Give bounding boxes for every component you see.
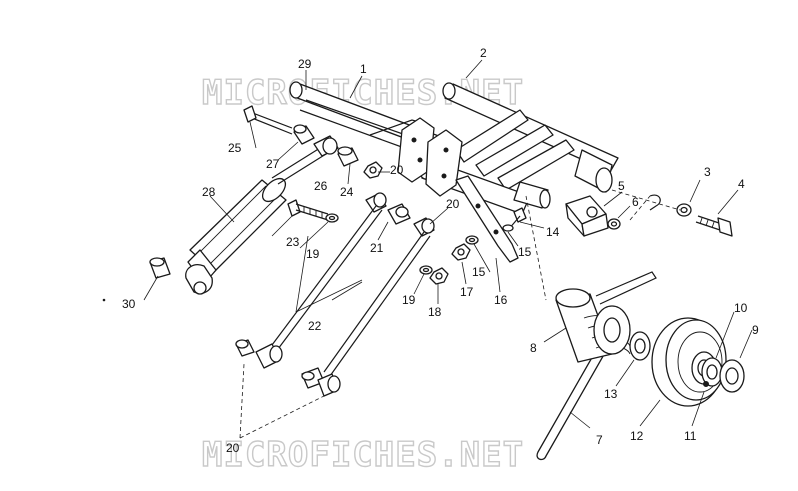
callout-20b: 20 <box>446 197 460 211</box>
watermark-bottom: MICROFICHES.NET <box>202 435 524 475</box>
washer-13 <box>629 331 651 361</box>
callout-1: 1 <box>360 62 367 76</box>
washer-3 <box>676 203 692 217</box>
callout-21: 21 <box>370 241 384 255</box>
nut-18 <box>429 267 449 285</box>
leader-lines <box>143 59 753 439</box>
callout-2: 2 <box>480 46 487 60</box>
callout-28: 28 <box>202 185 216 199</box>
callout-15a: 15 <box>518 245 532 259</box>
retaining-clip <box>649 194 661 211</box>
callout-9: 9 <box>752 323 759 337</box>
bushing-26 <box>337 146 359 167</box>
bushing-27 <box>293 124 315 145</box>
callout-4: 4 <box>738 177 745 191</box>
limiter-strap-16 <box>455 175 519 263</box>
callout-25: 25 <box>228 141 242 155</box>
callout-13: 13 <box>604 387 618 401</box>
callout-27: 27 <box>266 157 280 171</box>
bolt-14 <box>502 207 527 232</box>
callout-17: 17 <box>460 285 474 299</box>
mounting-bracket <box>397 117 463 197</box>
callout-12: 12 <box>630 429 644 443</box>
frame-rail-assembly <box>289 81 619 215</box>
callout-20c: 20 <box>226 441 240 455</box>
nut-19-lower <box>419 265 433 275</box>
axis-line-right <box>611 189 681 211</box>
nut-17 <box>451 243 471 261</box>
callout-20a: 20 <box>390 163 404 177</box>
bearing-9 <box>719 359 745 393</box>
nut-24 <box>363 161 383 179</box>
callout-6: 6 <box>632 195 639 209</box>
bolt-4 <box>695 215 733 237</box>
callout-14: 14 <box>546 225 560 239</box>
axis-line-clip <box>629 195 651 221</box>
callout-22: 22 <box>308 319 322 333</box>
washer-15 <box>465 235 479 245</box>
speck <box>102 298 106 302</box>
callout-10: 10 <box>734 301 748 315</box>
callout-5: 5 <box>618 179 625 193</box>
spring-sleeve-8 <box>555 288 631 363</box>
bolt-23 <box>287 199 329 221</box>
callout-23: 23 <box>286 235 300 249</box>
callout-3: 3 <box>704 165 711 179</box>
spacer-11 <box>703 381 709 387</box>
link-rods-22 <box>235 205 431 397</box>
callout-8: 8 <box>530 341 537 355</box>
callout-11: 11 <box>684 429 697 443</box>
axis-line-left <box>525 195 547 301</box>
callout-29: 29 <box>298 57 312 71</box>
callout-15b: 15 <box>472 265 486 279</box>
callout-labels: 1 2 3 4 5 6 7 8 9 10 11 12 13 14 15 15 1… <box>122 46 759 455</box>
bushing-21 <box>365 192 435 237</box>
bushing-30 <box>149 257 171 279</box>
bolt-25 <box>243 105 293 135</box>
callout-16: 16 <box>494 293 508 307</box>
torsion-spring-7 <box>536 271 657 461</box>
callout-19b: 19 <box>402 293 416 307</box>
callout-30: 30 <box>122 297 136 311</box>
nut-19-upper <box>325 213 339 223</box>
shock-absorber <box>185 147 327 295</box>
callout-19a: 19 <box>306 247 320 261</box>
pivot-block-5 <box>565 195 609 237</box>
washer-6 <box>607 218 621 230</box>
callout-7: 7 <box>596 433 603 447</box>
callout-26: 26 <box>314 179 328 193</box>
callout-24: 24 <box>340 185 354 199</box>
callout-18: 18 <box>428 305 442 319</box>
